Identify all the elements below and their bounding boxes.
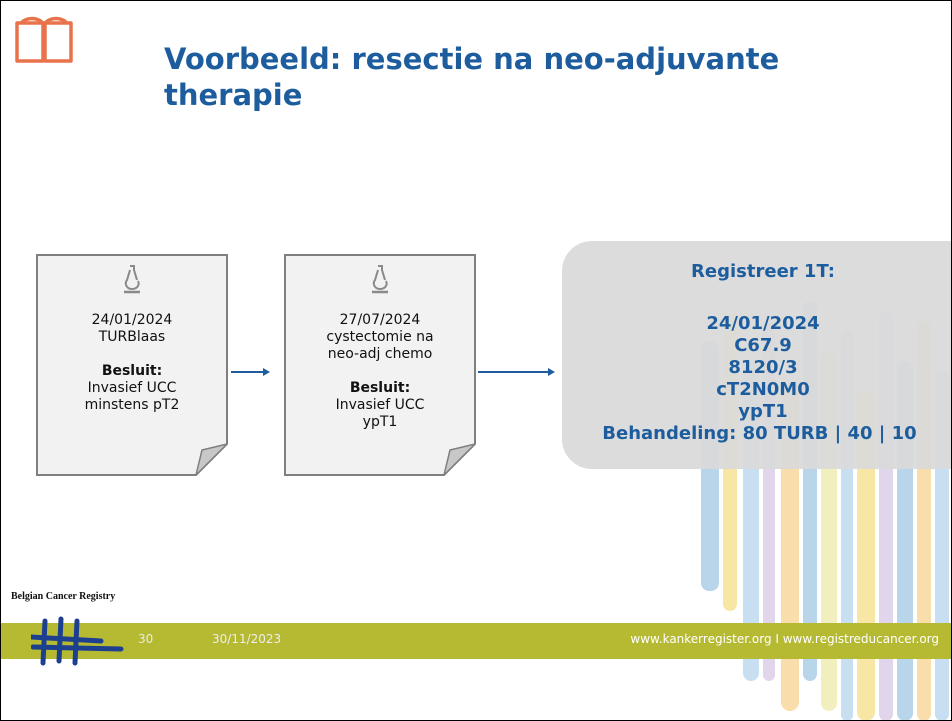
- registration-title: Registreer 1T:: [691, 261, 835, 282]
- registration-box: [562, 241, 951, 469]
- microscope-icon: [372, 265, 388, 294]
- footer-date: 30/11/2023: [212, 632, 282, 646]
- decision-line: minstens pT2: [84, 397, 180, 413]
- page-number: 30: [138, 632, 154, 646]
- document-content: 27/07/2024 cystectomie na neo-adj chemo …: [284, 254, 476, 431]
- footer-bar: [1, 623, 951, 659]
- registry-logo: [31, 616, 124, 666]
- decision-line: ypT1: [362, 414, 398, 430]
- document-date: 24/01/2024: [91, 312, 173, 328]
- paper-shape: [284, 254, 476, 476]
- arrow-right-icon: [478, 368, 555, 376]
- pathology-document-1: 24/01/2024 TURBlaas Besluit: Invasief UC…: [36, 254, 228, 476]
- slide-title: Voorbeeld: resectie na neo-adjuvante the…: [164, 42, 780, 112]
- logo-text: Belgian Cancer Registry: [11, 591, 116, 602]
- decision-label: Besluit:: [101, 363, 163, 379]
- arrow-right-icon: [231, 368, 270, 376]
- paper-shape: [36, 254, 228, 476]
- document-content: 24/01/2024 TURBlaas Besluit: Invasief UC…: [36, 254, 228, 414]
- registration-line: Behandeling: 80 TURB | 40 | 10: [602, 423, 917, 444]
- microscope-icon: [124, 265, 140, 294]
- decision-line: Invasief UCC: [87, 380, 177, 396]
- registration-line: cT2N0M0: [716, 379, 810, 400]
- registration-line: ypT1: [738, 401, 788, 422]
- document-line: TURBlaas: [98, 329, 166, 345]
- pathology-document-2: 27/07/2024 cystectomie na neo-adj chemo …: [284, 254, 476, 476]
- document-line: neo-adj chemo: [327, 346, 433, 362]
- open-book-icon: [15, 16, 73, 63]
- registration-line: 8120/3: [728, 357, 798, 378]
- document-line: cystectomie na: [326, 329, 434, 345]
- decision-label: Besluit:: [349, 380, 411, 396]
- decision-line: Invasief UCC: [335, 397, 425, 413]
- document-date: 27/07/2024: [339, 312, 421, 328]
- footer-urls: www.kankerregister.org I www.registreduc…: [630, 632, 939, 646]
- registration-line: 24/01/2024: [706, 313, 820, 334]
- registration-line: C67.9: [734, 335, 792, 356]
